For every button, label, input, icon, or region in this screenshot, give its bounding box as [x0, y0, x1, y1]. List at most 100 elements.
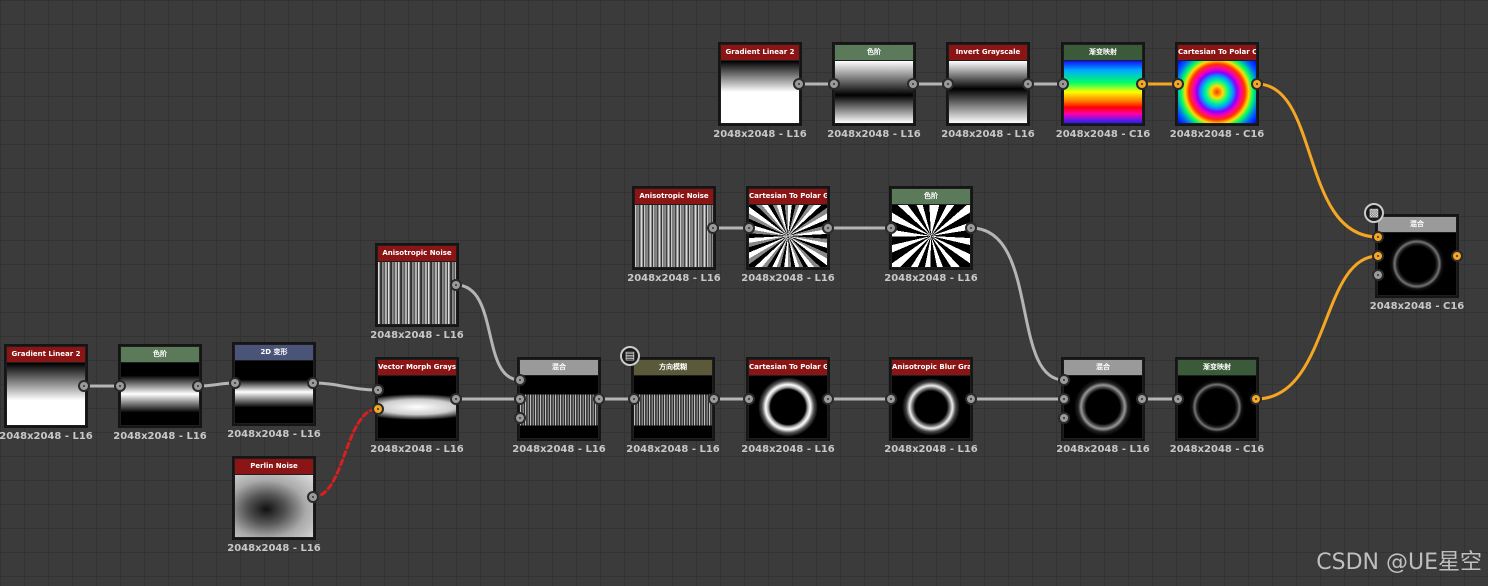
- output-port[interactable]: [192, 380, 204, 392]
- node-title: 色阶: [835, 45, 913, 60]
- output-port[interactable]: [1022, 78, 1034, 90]
- input-port[interactable]: [743, 393, 755, 405]
- node-gradient-map[interactable]: 渐变映射: [1061, 42, 1145, 126]
- output-port[interactable]: [822, 222, 834, 234]
- node-preview: [949, 61, 1027, 123]
- input-port[interactable]: [942, 78, 954, 90]
- document-icon[interactable]: ▤: [620, 346, 640, 366]
- node-anisotropic-blur-grayscale[interactable]: Anisotropic Blur Grays...: [889, 357, 973, 441]
- node-title: Invert Grayscale: [949, 45, 1027, 60]
- node-blend[interactable]: 混合: [1061, 357, 1145, 441]
- node-blend[interactable]: 混合: [517, 357, 601, 441]
- node-gradient-map[interactable]: 渐变映射: [1175, 357, 1259, 441]
- node-vector-morph-grayscale[interactable]: Vector Morph Grayscale: [375, 357, 459, 441]
- input-port[interactable]: [372, 403, 384, 415]
- output-port[interactable]: [450, 279, 462, 291]
- checker-icon[interactable]: ▩: [1364, 203, 1384, 223]
- output-port[interactable]: [1451, 250, 1463, 262]
- node-title: Anisotropic Noise: [635, 189, 713, 204]
- output-port[interactable]: [793, 78, 805, 90]
- node-title: 色阶: [892, 189, 970, 204]
- node-title: 混合: [520, 360, 598, 375]
- input-port[interactable]: [885, 393, 897, 405]
- output-port[interactable]: [822, 393, 834, 405]
- output-port[interactable]: [965, 393, 977, 405]
- input-port[interactable]: [1372, 231, 1384, 243]
- wire: [969, 226, 1066, 382]
- wire: [454, 283, 522, 382]
- output-port[interactable]: [708, 393, 720, 405]
- input-port[interactable]: [1058, 374, 1070, 386]
- input-port[interactable]: [372, 384, 384, 396]
- input-port[interactable]: [1172, 78, 1184, 90]
- node-resolution: 2048x2048 - C16: [1169, 444, 1265, 455]
- node-anisotropic-noise[interactable]: Anisotropic Noise: [375, 243, 459, 327]
- input-port[interactable]: [1058, 393, 1070, 405]
- node-gradient-linear-2[interactable]: Gradient Linear 2: [718, 42, 802, 126]
- node-cartesian-to-polar-grayscale[interactable]: Cartesian To Polar Gra...: [746, 186, 830, 270]
- node-title: 混合: [1378, 217, 1456, 232]
- node-title: Cartesian To Polar Gra...: [749, 360, 827, 375]
- node-levels[interactable]: 色阶: [832, 42, 916, 126]
- node-title: Gradient Linear 2: [721, 45, 799, 60]
- node-resolution: 2048x2048 - L16: [227, 543, 321, 554]
- node-title: Cartesian To Polar Gra...: [749, 189, 827, 204]
- node-preview: [7, 363, 85, 425]
- input-port[interactable]: [828, 78, 840, 90]
- node-preview: [749, 205, 827, 267]
- input-port[interactable]: [114, 380, 126, 392]
- node-levels[interactable]: 色阶: [118, 344, 202, 428]
- node-resolution: 2048x2048 - L16: [512, 444, 606, 455]
- node-title: Anisotropic Noise: [378, 246, 456, 261]
- node-preview: [378, 376, 456, 438]
- output-port[interactable]: [707, 222, 719, 234]
- output-port[interactable]: [1136, 78, 1148, 90]
- node-gradient-linear-2[interactable]: Gradient Linear 2: [4, 344, 88, 428]
- input-port[interactable]: [1057, 78, 1069, 90]
- node-preview: [1378, 233, 1456, 295]
- output-port[interactable]: [1250, 393, 1262, 405]
- node-cartesian-to-polar-grayscale[interactable]: Cartesian To Polar Gra...: [746, 357, 830, 441]
- input-port[interactable]: [885, 222, 897, 234]
- input-port[interactable]: [1058, 412, 1070, 424]
- input-port[interactable]: [1372, 250, 1384, 262]
- node-resolution: 2048x2048 - L16: [713, 129, 807, 140]
- node-preview: [1178, 61, 1256, 123]
- node-title: 渐变映射: [1178, 360, 1256, 375]
- node-resolution: 2048x2048 - L16: [884, 444, 978, 455]
- input-port[interactable]: [514, 412, 526, 424]
- output-port[interactable]: [307, 377, 319, 389]
- node-preview: [892, 376, 970, 438]
- output-port[interactable]: [78, 380, 90, 392]
- node-preview: [378, 262, 456, 324]
- node-title: 渐变映射: [1064, 45, 1142, 60]
- node-directional-blur[interactable]: 方向模糊: [631, 357, 715, 441]
- input-port[interactable]: [514, 374, 526, 386]
- node-title: 混合: [1064, 360, 1142, 375]
- node-levels[interactable]: 色阶: [889, 186, 973, 270]
- node-invert-grayscale[interactable]: Invert Grayscale: [946, 42, 1030, 126]
- node-2d-transform[interactable]: 2D 变形: [232, 342, 316, 426]
- input-port[interactable]: [628, 393, 640, 405]
- input-port[interactable]: [229, 377, 241, 389]
- node-anisotropic-noise[interactable]: Anisotropic Noise: [632, 186, 716, 270]
- node-resolution: 2048x2048 - L16: [113, 431, 207, 442]
- input-port[interactable]: [514, 393, 526, 405]
- node-resolution: 2048x2048 - L16: [741, 273, 835, 284]
- node-title: 2D 变形: [235, 345, 313, 360]
- node-cartesian-to-polar-color[interactable]: Cartesian To Polar Color: [1175, 42, 1259, 126]
- output-port[interactable]: [450, 393, 462, 405]
- node-perlin-noise[interactable]: Perlin Noise: [232, 456, 316, 540]
- output-port[interactable]: [1136, 393, 1148, 405]
- output-port[interactable]: [593, 393, 605, 405]
- output-port[interactable]: [1251, 78, 1263, 90]
- node-blend-output[interactable]: 混合: [1375, 214, 1459, 298]
- input-port[interactable]: [1172, 393, 1184, 405]
- output-port[interactable]: [965, 222, 977, 234]
- input-port[interactable]: [743, 222, 755, 234]
- node-resolution: 2048x2048 - L16: [227, 429, 321, 440]
- input-port[interactable]: [1372, 269, 1384, 281]
- output-port[interactable]: [307, 491, 319, 503]
- output-port[interactable]: [907, 78, 919, 90]
